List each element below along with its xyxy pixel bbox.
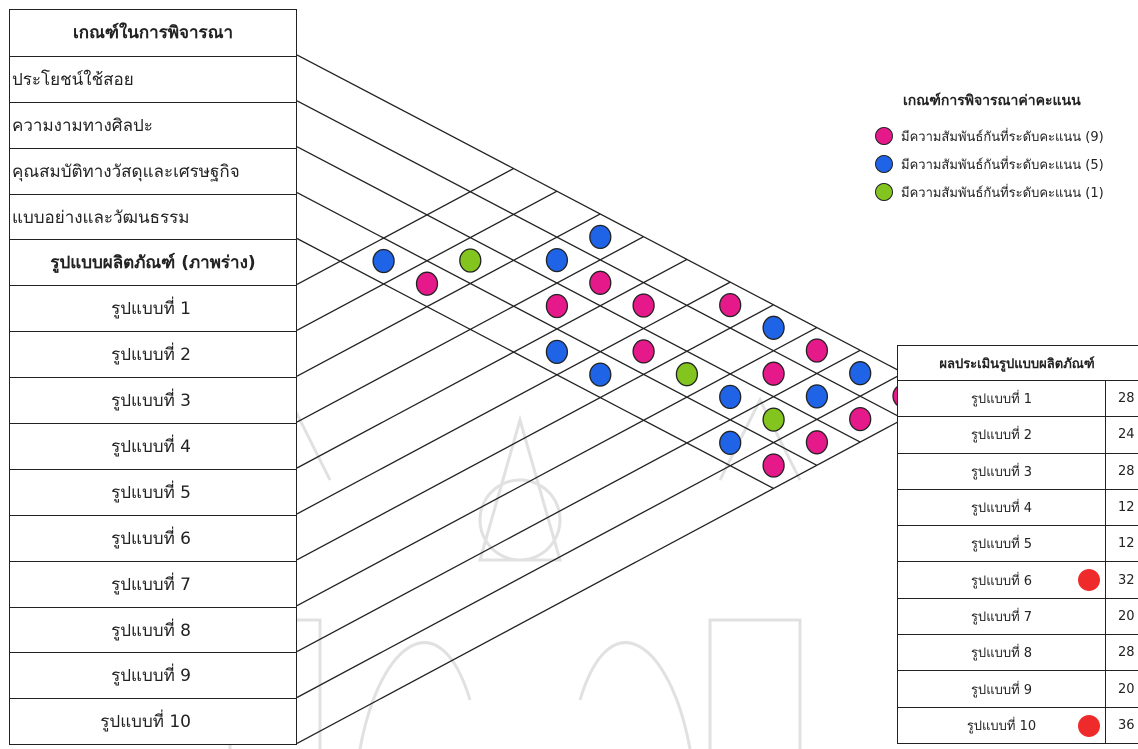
- result-label: รูปแบบที่ 4: [898, 490, 1106, 525]
- relation-dot-level-1: [763, 408, 784, 431]
- criterion-aesthetics: ความงามทางศิลปะ: [10, 102, 296, 148]
- relation-dot-level-9: [633, 294, 654, 317]
- relation-dot-level-9: [763, 454, 784, 477]
- result-score: 12: [1106, 526, 1138, 561]
- selected-mark-icon: [1078, 569, 1100, 591]
- relation-dot-level-5: [546, 340, 567, 363]
- relation-dot-level-9: [546, 295, 567, 318]
- relation-dot-level-9: [850, 408, 871, 431]
- result-score: 20: [1106, 671, 1138, 706]
- criteria-header: เกณฑ์ในการพิจารณา: [10, 10, 296, 56]
- result-score: 24: [1106, 417, 1138, 452]
- design-grid-line: [297, 282, 730, 514]
- criterion-grid-line: [297, 55, 947, 396]
- magenta-dot-icon: [875, 127, 893, 145]
- result-label: รูปแบบที่ 8: [898, 635, 1106, 670]
- design-grid-line: [297, 396, 947, 744]
- result-label: รูปแบบที่ 3: [898, 454, 1106, 489]
- criterion-material-economics: คุณสมบัติทางวัสดุและเศรษฐกิจ: [10, 148, 296, 194]
- legend-label: มีความสัมพันธ์กันที่ระดับคะแนน (1): [901, 182, 1104, 203]
- criterion-culture: แบบอย่างและวัฒนธรรม: [10, 194, 296, 240]
- result-label: รูปแบบที่ 1: [898, 381, 1106, 416]
- result-score: 32: [1106, 562, 1138, 597]
- result-label: รูปแบบที่ 10: [898, 708, 1106, 743]
- result-label: รูปแบบที่ 7: [898, 599, 1106, 634]
- design-row: รูปแบบที่ 8: [10, 607, 296, 653]
- selected-mark-icon: [1078, 715, 1100, 737]
- result-score: 20: [1106, 599, 1138, 634]
- results-header: ผลประเมินรูปแบบผลิตภัณฑ์: [898, 346, 1136, 380]
- design-grid-line: [297, 350, 860, 651]
- design-row: รูปแบบที่ 1: [10, 285, 296, 331]
- design-row: รูปแบบที่ 4: [10, 423, 296, 469]
- design-grid-line: [297, 305, 774, 560]
- design-row: รูปแบบที่ 5: [10, 469, 296, 515]
- legend-label: มีความสัมพันธ์กันที่ระดับคะแนน (9): [901, 126, 1104, 147]
- legend-item-5: มีความสัมพันธ์กันที่ระดับคะแนน (5): [875, 150, 1104, 178]
- relation-dot-level-5: [720, 431, 741, 454]
- design-grid-line: [297, 259, 687, 468]
- design-row: รูปแบบที่ 7: [10, 561, 296, 607]
- relation-dot-level-9: [633, 340, 654, 363]
- relation-dot-level-9: [720, 294, 741, 317]
- result-label: รูปแบบที่ 5: [898, 526, 1106, 561]
- result-score: 36: [1106, 708, 1138, 743]
- relation-dot-level-9: [763, 362, 784, 385]
- relation-dot-level-9: [417, 272, 438, 295]
- design-grid-line: [297, 373, 904, 697]
- legend-item-9: มีความสัมพันธ์กันที่ระดับคะแนน (9): [875, 122, 1104, 150]
- design-grid-line: [297, 191, 557, 330]
- design-grid-line: [297, 328, 817, 606]
- design-row: รูปแบบที่ 10: [10, 698, 296, 744]
- result-score: 28: [1106, 381, 1138, 416]
- relation-dot-level-9: [590, 271, 611, 294]
- result-score: 12: [1106, 490, 1138, 525]
- legend-label: มีความสัมพันธ์กันที่ระดับคะแนน (5): [901, 154, 1104, 175]
- relation-dot-level-5: [763, 316, 784, 339]
- relation-dot-level-5: [590, 363, 611, 386]
- relation-dot-level-1: [460, 249, 481, 272]
- criterion-grid-line: [297, 147, 860, 442]
- relation-dot-level-5: [850, 362, 871, 385]
- design-row: รูปแบบที่ 6: [10, 515, 296, 561]
- green-dot-icon: [875, 183, 893, 201]
- design-row: รูปแบบที่ 3: [10, 377, 296, 423]
- design-row: รูปแบบที่ 9: [10, 652, 296, 698]
- relation-dot-level-5: [373, 250, 394, 273]
- criteria-design-table: เกณฑ์ในการพิจารณา ประโยชน์ใช้สอย ความงาม…: [9, 9, 297, 745]
- criterion-usability: ประโยชน์ใช้สอย: [10, 56, 296, 102]
- result-score: 28: [1106, 635, 1138, 670]
- relation-dot-level-9: [806, 431, 827, 454]
- blue-dot-icon: [875, 155, 893, 173]
- relation-dot-level-5: [806, 385, 827, 408]
- legend: เกณฑ์การพิจารณาค่าคะแนน มีความสัมพันธ์กั…: [875, 90, 1104, 206]
- relation-dot-level-5: [720, 385, 741, 408]
- design-row: รูปแบบที่ 2: [10, 331, 296, 377]
- relation-dot-level-5: [590, 225, 611, 248]
- relation-dot-level-1: [676, 363, 697, 386]
- result-label: รูปแบบที่ 9: [898, 671, 1106, 706]
- relation-dot-level-5: [546, 249, 567, 272]
- result-label: รูปแบบที่ 2: [898, 417, 1106, 452]
- design-grid-line: [297, 169, 514, 285]
- result-score: 28: [1106, 454, 1138, 489]
- legend-item-1: มีความสัมพันธ์กันที่ระดับคะแนน (1): [875, 178, 1104, 206]
- legend-title: เกณฑ์การพิจารณาค่าคะแนน: [903, 90, 1104, 112]
- relation-dot-level-9: [806, 339, 827, 362]
- result-label: รูปแบบที่ 6: [898, 562, 1106, 597]
- designs-header: รูปแบบผลิตภัณฑ์ (ภาพร่าง): [10, 239, 296, 285]
- criterion-grid-line: [297, 239, 774, 489]
